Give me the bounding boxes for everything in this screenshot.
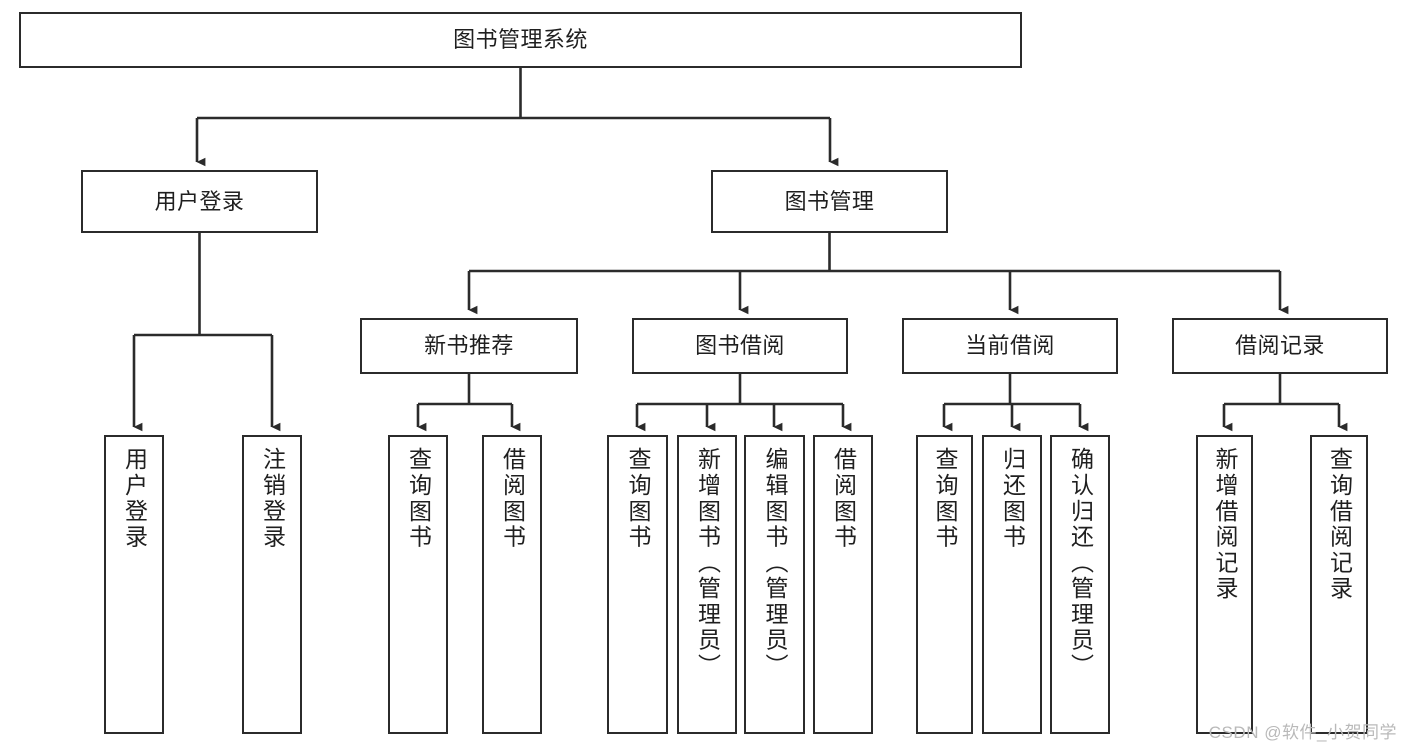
node-label: 图书管理系统	[453, 27, 588, 53]
node-leaf-borrow-book[interactable]: 借阅图书	[813, 435, 873, 734]
node-leaf-query-borrow-record[interactable]: 查询借阅记录	[1310, 435, 1368, 734]
node-leaf-user-login[interactable]: 用户登录	[104, 435, 164, 734]
node-leaf-query-book-borrow[interactable]: 查询图书	[607, 435, 668, 734]
node-label: 新书推荐	[424, 333, 514, 359]
edge-userlogin-to-leaves	[132, 233, 281, 432]
node-label: 查询图书	[405, 447, 432, 551]
node-label: 图书借阅	[695, 333, 785, 359]
edge-borrowrecord-to-leaves	[1222, 374, 1348, 432]
node-label: 查询图书	[625, 447, 651, 551]
node-label: 查询借阅记录	[1326, 447, 1353, 602]
node-leaf-query-book-current[interactable]: 查询图书	[916, 435, 973, 734]
edge-currentborrow-to-leaves	[942, 374, 1089, 432]
node-leaf-add-borrow-record[interactable]: 新增借阅记录	[1196, 435, 1253, 734]
node-label: 用户登录	[121, 447, 148, 551]
node-label: 借阅记录	[1235, 333, 1325, 359]
node-leaf-add-book-admin[interactable]: 新增图书（管理员）	[677, 435, 737, 734]
node-new-book-recommend[interactable]: 新书推荐	[360, 318, 578, 374]
node-label: 注销登录	[259, 447, 286, 551]
node-root-system[interactable]: 图书管理系统	[19, 12, 1022, 68]
node-book-manage[interactable]: 图书管理	[711, 170, 948, 233]
node-leaf-query-book-recommend[interactable]: 查询图书	[388, 435, 448, 734]
node-label: 确认归还（管理员）	[1067, 447, 1094, 679]
node-leaf-edit-book-admin[interactable]: 编辑图书（管理员）	[744, 435, 805, 734]
node-label: 新增图书（管理员）	[694, 447, 721, 679]
edge-root-to-level1	[195, 68, 839, 167]
node-leaf-confirm-return-admin[interactable]: 确认归还（管理员）	[1050, 435, 1110, 734]
node-borrow-record[interactable]: 借阅记录	[1172, 318, 1388, 374]
edge-bookborrow-to-leaves	[635, 374, 852, 432]
node-label: 归还图书	[999, 447, 1026, 551]
node-label: 编辑图书（管理员）	[762, 447, 788, 679]
edge-bookmanage-to-level2	[467, 233, 1289, 315]
node-book-borrow[interactable]: 图书借阅	[632, 318, 848, 374]
edge-newbook-to-leaves	[416, 374, 521, 432]
node-user-login[interactable]: 用户登录	[81, 170, 318, 233]
node-leaf-user-logout[interactable]: 注销登录	[242, 435, 302, 734]
node-leaf-return-book[interactable]: 归还图书	[982, 435, 1042, 734]
node-label: 新增借阅记录	[1212, 447, 1238, 602]
node-leaf-borrow-book-recommend[interactable]: 借阅图书	[482, 435, 542, 734]
node-label: 图书管理	[784, 188, 875, 214]
node-label: 查询图书	[932, 447, 958, 551]
csdn-watermark: CSDN @软件_小贺同学	[1208, 723, 1397, 742]
node-current-borrow[interactable]: 当前借阅	[902, 318, 1118, 374]
node-label: 借阅图书	[830, 447, 857, 551]
node-label: 借阅图书	[499, 447, 526, 551]
node-label: 用户登录	[154, 188, 245, 214]
node-label: 当前借阅	[965, 333, 1055, 359]
